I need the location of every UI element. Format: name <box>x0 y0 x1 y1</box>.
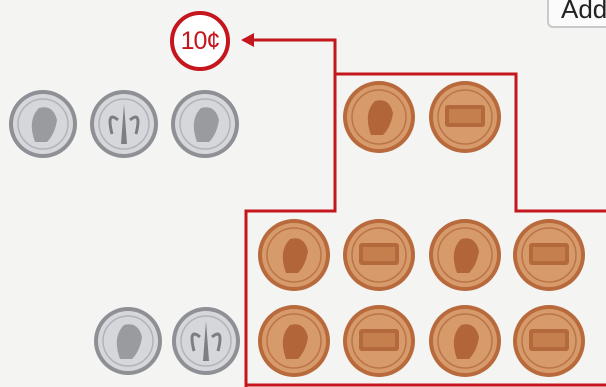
dime-coin-tails <box>172 307 240 375</box>
penny-coin-tails <box>343 219 415 291</box>
arrow-head-icon <box>241 33 254 47</box>
penny-coin-tails <box>513 219 585 291</box>
dime-coin-heads <box>94 307 162 375</box>
penny-coin-heads <box>429 305 501 377</box>
penny-coin-heads <box>258 305 330 377</box>
dime-coin-heads <box>9 90 77 158</box>
penny-coin-heads <box>429 219 501 291</box>
value-callout: 10¢ <box>170 11 230 71</box>
penny-coin-tails <box>343 305 415 377</box>
penny-coin-tails <box>429 81 501 153</box>
dime-coin-tails <box>90 90 158 158</box>
callout-connector <box>252 40 335 74</box>
penny-coin-heads <box>343 81 415 153</box>
penny-coin-heads <box>258 219 330 291</box>
dime-coin-heads <box>171 90 239 158</box>
penny-coin-tails <box>513 305 585 377</box>
